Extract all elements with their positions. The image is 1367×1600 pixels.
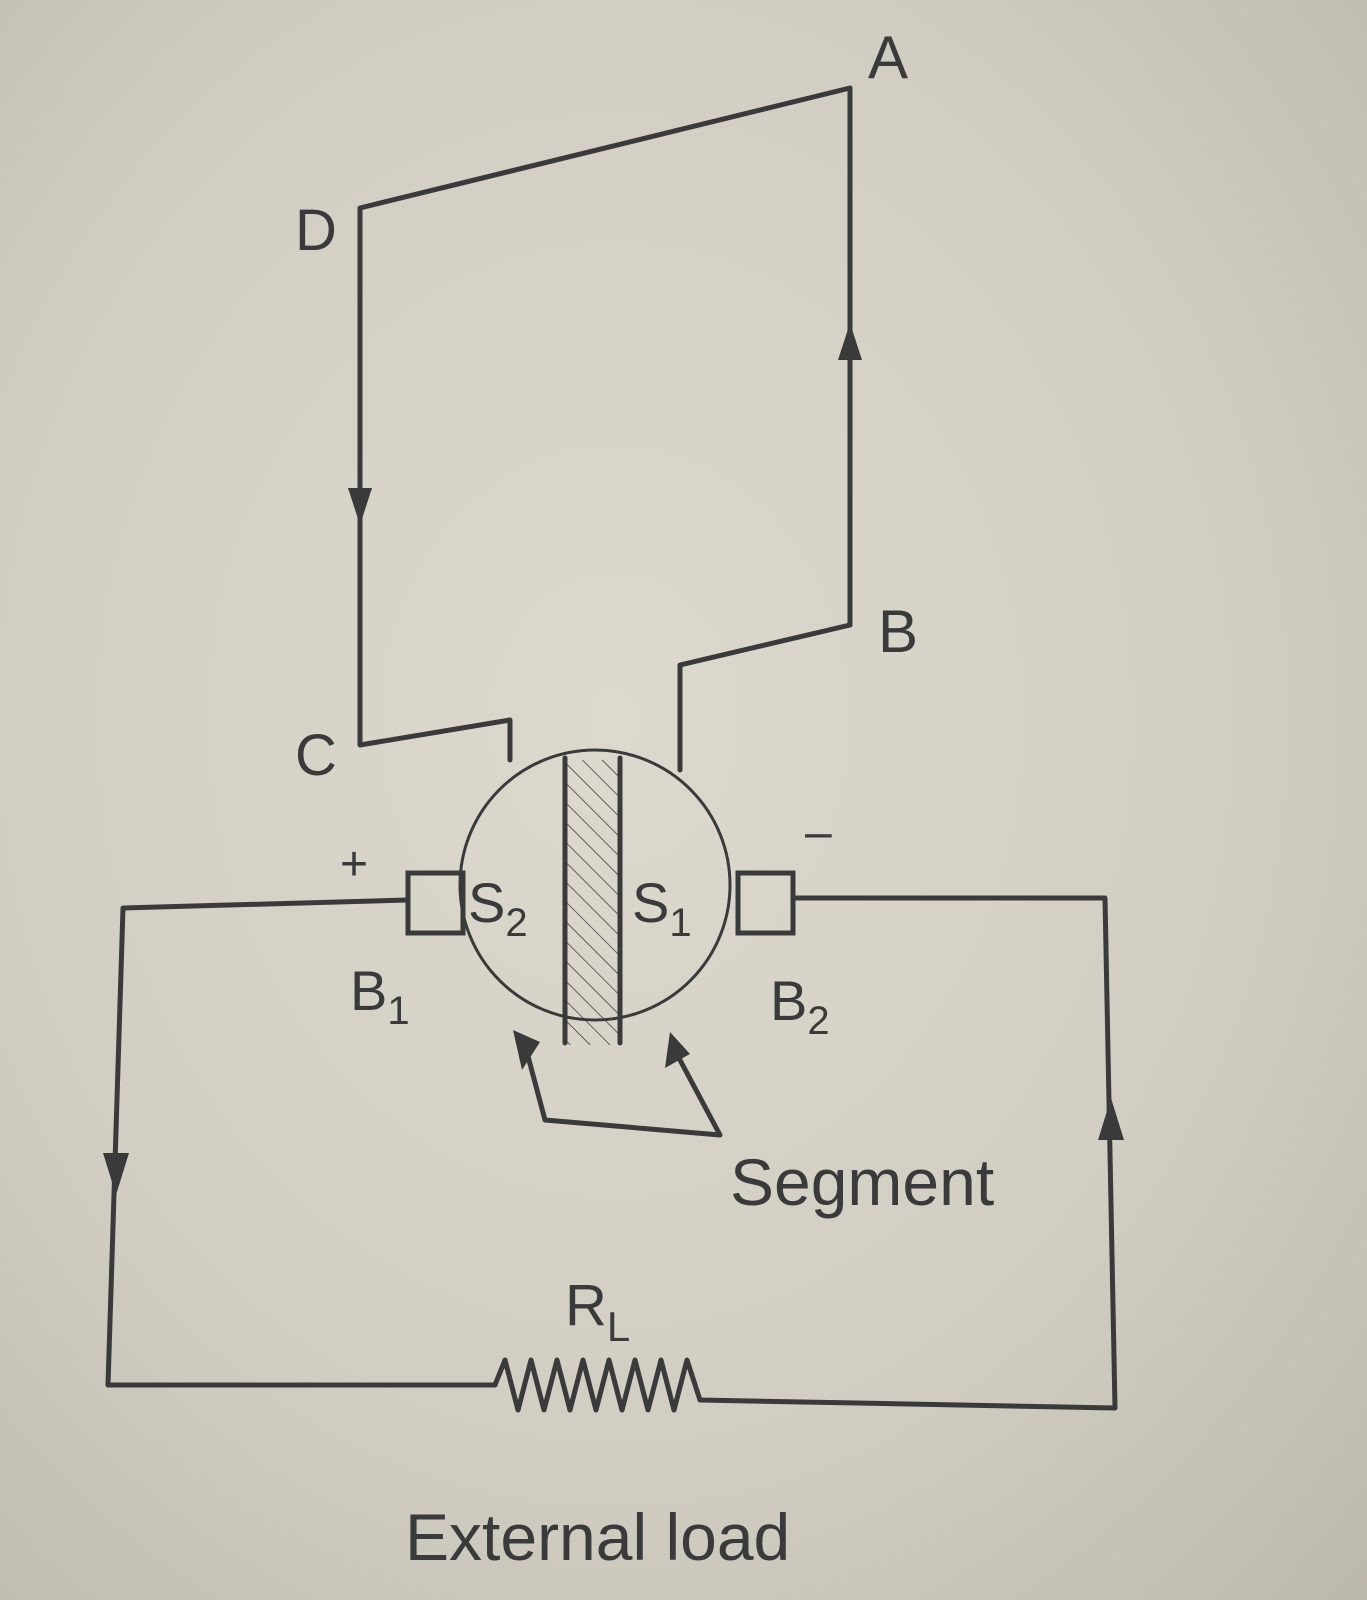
polarity-plus: +	[340, 838, 368, 891]
segment-pointer-left-head	[513, 1030, 540, 1070]
corner-label-c: C	[295, 723, 337, 788]
insulation-strip	[565, 760, 620, 1045]
corner-label-d: D	[295, 198, 337, 263]
circuit-arrow-down	[103, 1153, 129, 1195]
brush-label-b1: B1	[350, 959, 410, 1033]
segment-label-s2: S2	[468, 871, 528, 945]
corner-label-b: B	[878, 598, 918, 665]
load-label: RL	[565, 1273, 630, 1350]
segment-label-s1: S1	[632, 871, 692, 945]
segment-pointer-line	[522, 1042, 723, 1138]
brush-b2	[735, 870, 796, 936]
polarity-minus: –	[805, 806, 832, 859]
external-load-caption: External load	[405, 1500, 790, 1574]
corner-label-a: A	[868, 24, 908, 91]
external-circuit	[105, 895, 1118, 1413]
circuit-arrow-up	[1098, 1098, 1124, 1140]
coil-arrow-up	[838, 323, 862, 360]
segment-pointer-right-head	[665, 1032, 690, 1068]
armature-coil	[357, 85, 853, 773]
segment-caption: Segment	[730, 1145, 994, 1219]
brush-label-b2: B2	[770, 969, 830, 1043]
brush-b1	[405, 870, 466, 936]
coil-arrow-down	[348, 488, 372, 525]
